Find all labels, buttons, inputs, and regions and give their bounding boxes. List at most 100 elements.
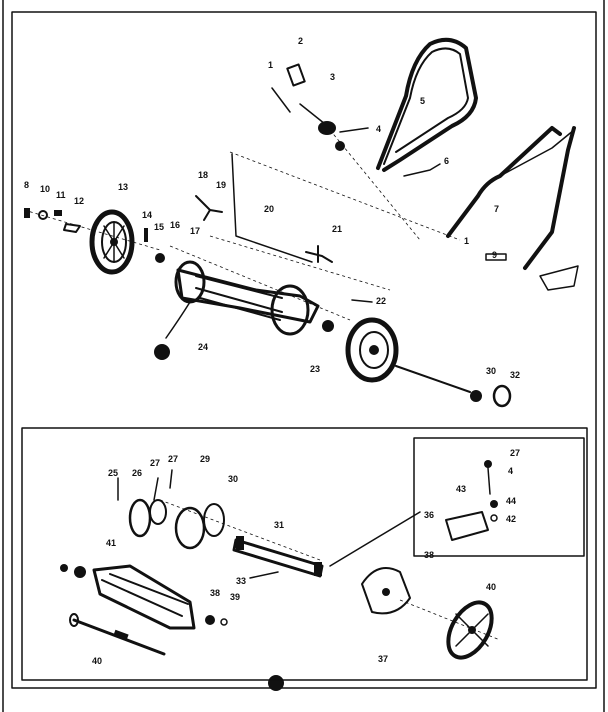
- callout-label: 13: [118, 182, 128, 192]
- callout-label: 38: [210, 588, 220, 598]
- callout-label: 42: [506, 514, 516, 524]
- rod-end: [69, 613, 79, 627]
- callout-label: 27: [510, 448, 520, 458]
- bearing-part: [155, 253, 165, 263]
- callout-label: 5: [420, 96, 425, 106]
- callout-label: 44: [506, 496, 516, 506]
- upper-callouts: 1 2 3 4 5 6 7 1 8 10 11 12 13 14 15 16 1…: [24, 36, 520, 380]
- reel-housing: [92, 564, 196, 630]
- callout-label: 9: [492, 250, 497, 260]
- callout-label: 30: [228, 474, 238, 484]
- inset-frame: [413, 437, 585, 557]
- callout-label: 3: [330, 72, 335, 82]
- handle-loop-inner: [383, 47, 469, 165]
- nut-part: [60, 564, 68, 572]
- callout-label: 22: [376, 296, 386, 306]
- callout-label: 18: [198, 170, 208, 180]
- callout-label: 4: [508, 466, 513, 476]
- clamp-part: [318, 121, 336, 135]
- nut-part: [335, 141, 345, 151]
- arrow-part: [249, 571, 279, 579]
- washer-part: [220, 618, 228, 626]
- reel-assembly: [165, 260, 320, 339]
- sleeve-part: [113, 629, 129, 641]
- callout-label: 32: [510, 370, 520, 380]
- pin-part: [144, 228, 148, 242]
- axle-part: [395, 365, 471, 393]
- handle-loop: [376, 37, 478, 172]
- callout-label: 26: [132, 468, 142, 478]
- bracket-part: [195, 195, 223, 221]
- callout-label: 8: [24, 180, 29, 190]
- callout-label: 17: [190, 226, 200, 236]
- bracket-part: [445, 511, 489, 541]
- callout-label: 29: [200, 454, 210, 464]
- bracket-part: [305, 245, 333, 263]
- callout-label: 27: [150, 458, 160, 468]
- gear-part: [154, 344, 170, 360]
- disc-part: [128, 498, 152, 538]
- bolt-part: [485, 253, 507, 261]
- callout-label: 43: [456, 484, 466, 494]
- callout-label: 31: [274, 520, 284, 530]
- cap-part: [492, 384, 512, 408]
- callout-label: 38: [424, 550, 434, 560]
- lever-part: [403, 163, 441, 177]
- callout-label: 39: [230, 592, 240, 602]
- callout-label: 1: [464, 236, 469, 246]
- left-wheel: [89, 209, 135, 275]
- outer-frame: [11, 11, 597, 689]
- cutter-bar: [232, 536, 324, 578]
- registration-mark: [268, 675, 284, 691]
- leader-line: [329, 511, 421, 567]
- callout-label: 21: [332, 224, 342, 234]
- disc-part: [203, 503, 225, 537]
- cap-part: [63, 223, 81, 233]
- callout-label: 4: [376, 124, 381, 134]
- callout-label: 15: [154, 222, 164, 232]
- nut-part: [484, 460, 492, 468]
- washer-part: [490, 500, 498, 508]
- callout-label: 6: [444, 156, 449, 166]
- upper-assembly: [23, 37, 579, 408]
- lower-assembly: [21, 427, 588, 681]
- callout-label: 27: [168, 454, 178, 464]
- callout-label: 23: [310, 364, 320, 374]
- callout-label: 16: [170, 220, 180, 230]
- right-wheel: [345, 317, 399, 383]
- lower-callouts: 25 26 27 27 29 30 41 31 33 38 39 40 36 3…: [92, 448, 520, 666]
- nut-part: [470, 390, 482, 402]
- bolt-lines: [271, 87, 369, 133]
- bolt-lines: [487, 467, 491, 495]
- nut-part: [54, 210, 62, 216]
- callout-label: 2: [298, 36, 303, 46]
- leader-line: [159, 499, 321, 561]
- callout-label: 36: [424, 510, 434, 520]
- handle-bar-left: [446, 126, 562, 238]
- washer-part: [38, 210, 48, 220]
- callout-label: 10: [40, 184, 50, 194]
- rod-part: [351, 299, 373, 303]
- callout-label: 11: [56, 190, 66, 200]
- side-plate: [361, 567, 411, 615]
- washer-part: [205, 615, 215, 625]
- callout-label: 25: [108, 468, 118, 478]
- handle-crossbar: [499, 129, 575, 177]
- leader-line: [229, 151, 461, 241]
- lower-wheel: [446, 600, 494, 660]
- bolt-lines: [117, 469, 173, 501]
- callout-label: 40: [92, 656, 102, 666]
- callout-label: 24: [198, 342, 208, 352]
- callout-label: 1: [268, 60, 273, 70]
- callout-label: 7: [494, 204, 499, 214]
- handle-bracket: [539, 265, 579, 291]
- leader-line: [169, 245, 351, 321]
- callout-label: 20: [264, 204, 274, 214]
- callout-label: 19: [216, 180, 226, 190]
- bearing-part: [322, 320, 334, 332]
- disc-part: [149, 499, 167, 525]
- callout-label: 12: [74, 196, 84, 206]
- disc-part: [174, 506, 206, 550]
- callout-label: 40: [486, 582, 496, 592]
